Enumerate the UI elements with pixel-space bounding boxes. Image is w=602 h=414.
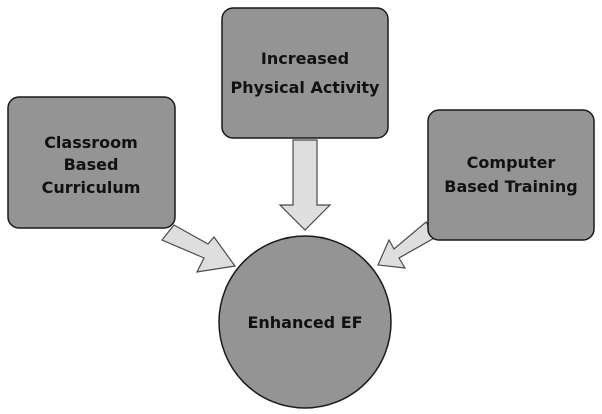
arrow-computer-to-outcome (377, 221, 437, 269)
node-computer-training: Computer Based Training (427, 109, 595, 241)
node-classroom-line2: Based (64, 155, 119, 174)
node-classroom-line1: Classroom (44, 133, 138, 152)
node-physical-activity: Increased Physical Activity (221, 7, 389, 139)
node-classroom-curriculum: Classroom Based Curriculum (7, 96, 176, 229)
node-physical-activity-line2: Physical Activity (231, 78, 380, 97)
node-enhanced-ef-label: Enhanced EF (247, 313, 362, 332)
arrows (161, 139, 437, 273)
arrow-classroom-to-outcome (161, 224, 237, 273)
node-computer-line1: Computer (467, 153, 556, 172)
arrow-activity-to-outcome (278, 139, 332, 231)
node-computer-line2: Based Training (444, 177, 577, 196)
node-enhanced-ef: Enhanced EF (218, 235, 392, 409)
node-physical-activity-line1: Increased (261, 49, 349, 68)
node-classroom-line3: Curriculum (42, 178, 141, 197)
